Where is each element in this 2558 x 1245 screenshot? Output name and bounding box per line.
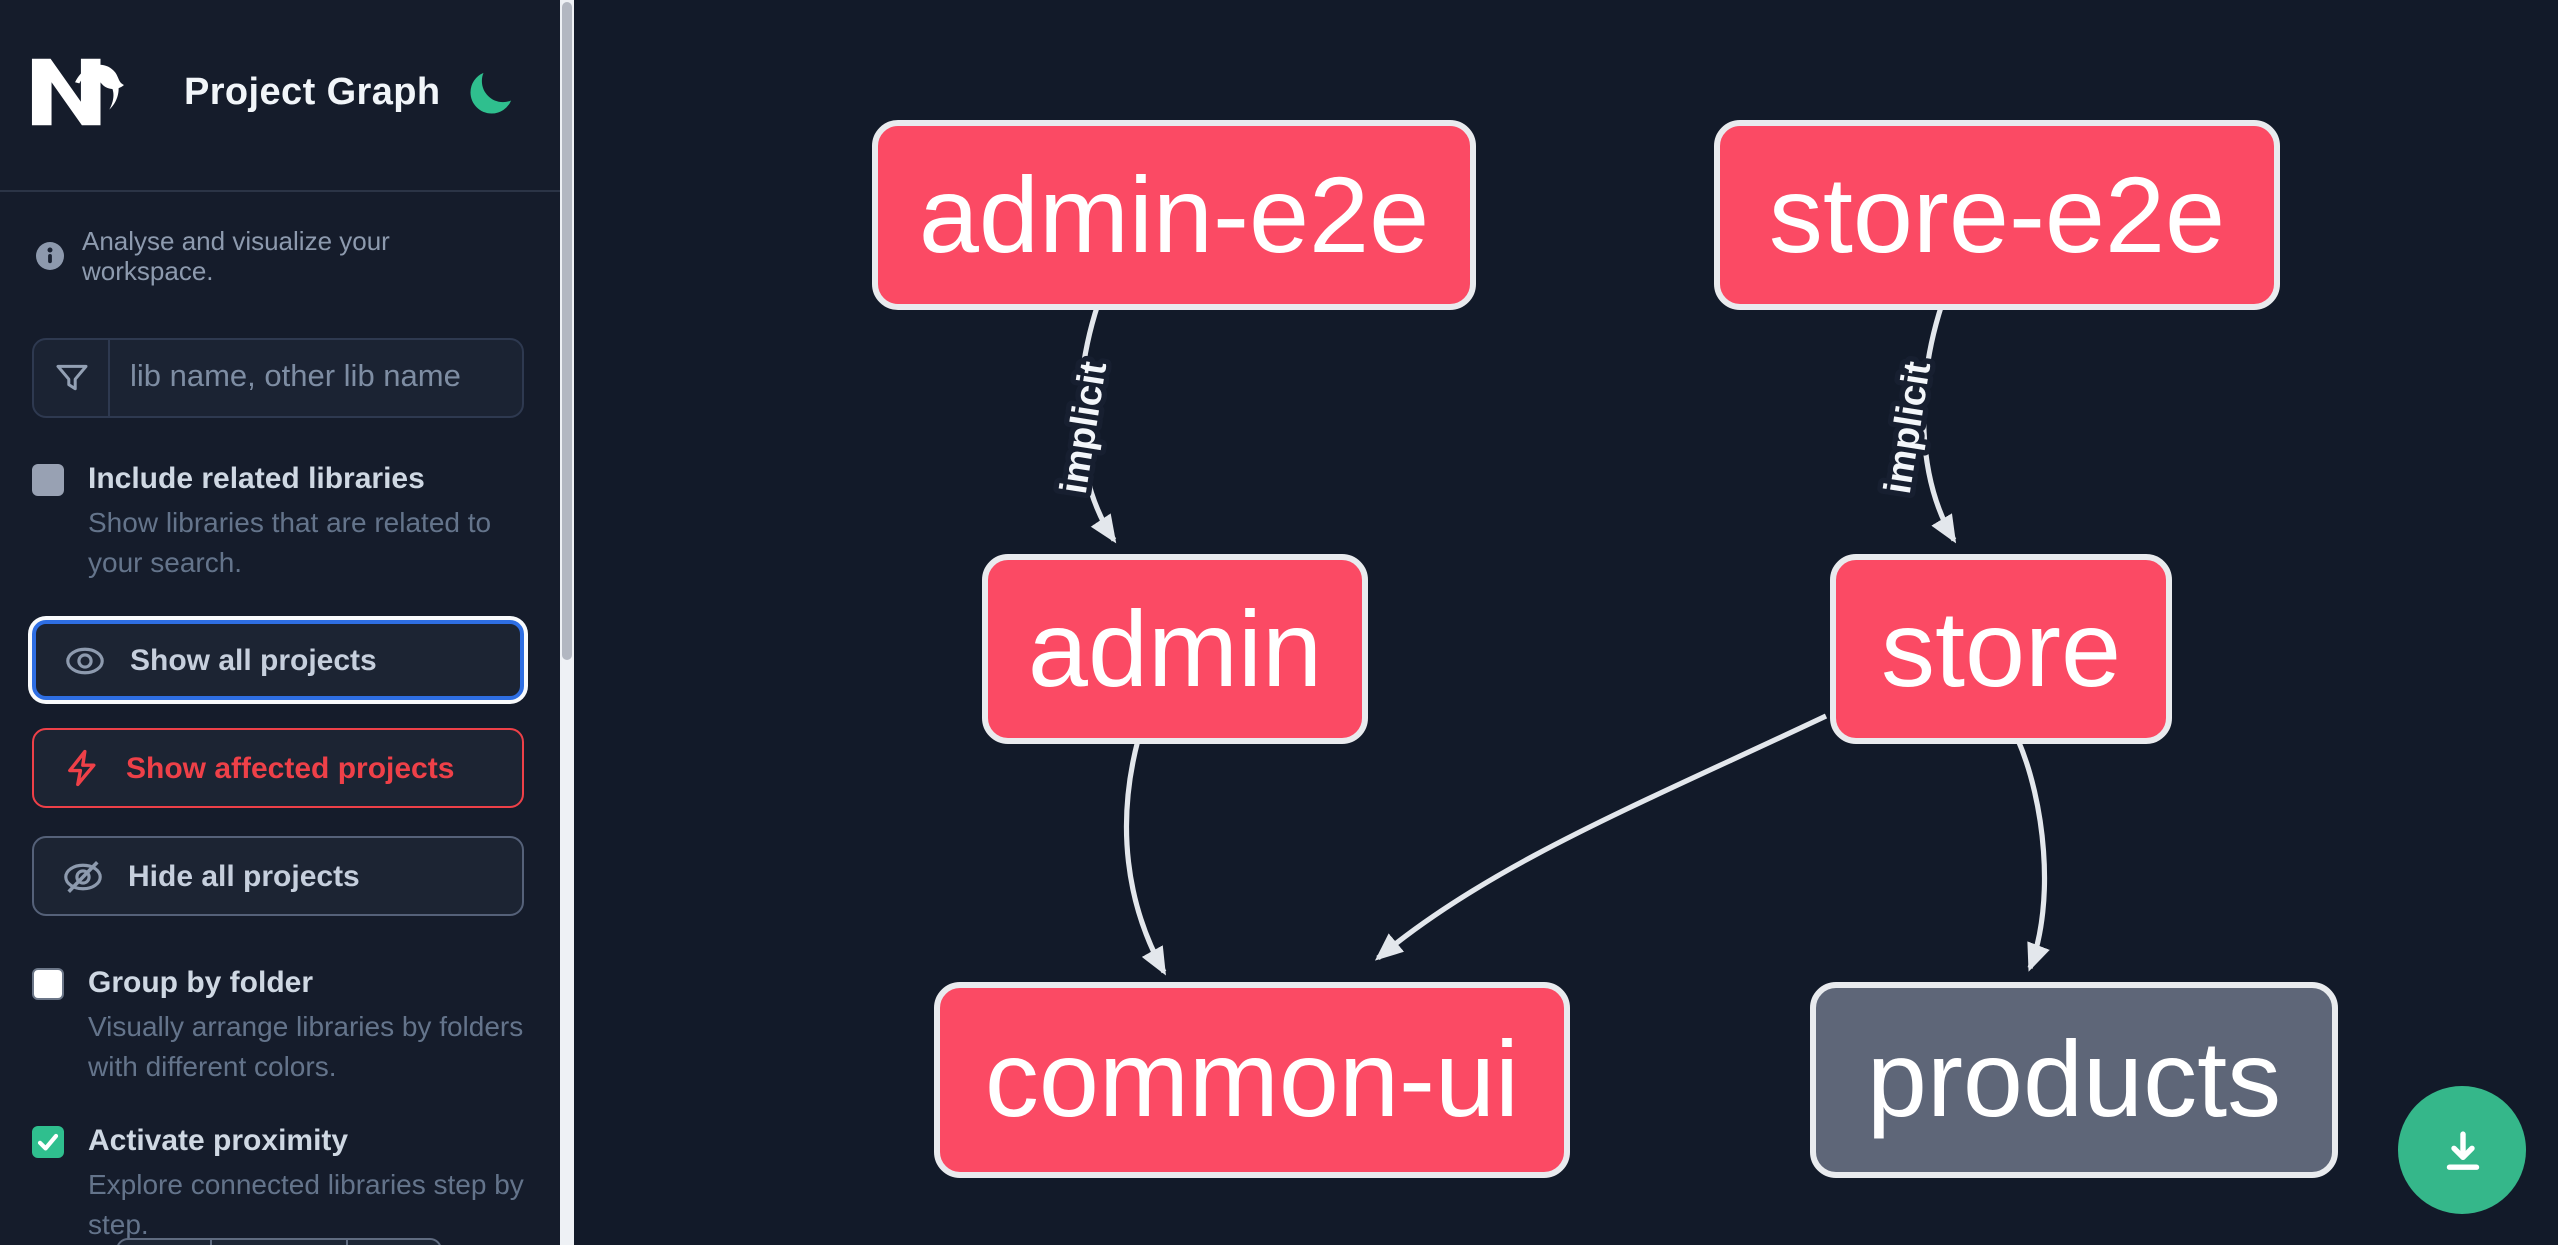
sidebar-header: Project Graph bbox=[0, 0, 560, 192]
filter-funnel-icon bbox=[34, 340, 110, 416]
graph-node-products[interactable]: products bbox=[1810, 982, 2338, 1178]
eye-icon bbox=[64, 639, 106, 681]
tagline-text: Analyse and visualize your workspace. bbox=[82, 226, 390, 286]
stepper-increment[interactable] bbox=[348, 1240, 440, 1245]
checkbox-include-related[interactable] bbox=[32, 464, 64, 496]
sidebar: Project Graph Analyse and visualize your… bbox=[0, 0, 560, 1245]
download-icon bbox=[2435, 1123, 2489, 1177]
edge-store-products bbox=[2015, 738, 2050, 972]
download-image-button[interactable] bbox=[2398, 1086, 2526, 1214]
button-label: Show all projects bbox=[130, 643, 377, 677]
nx-logo-icon bbox=[30, 54, 124, 130]
edge-admin-common-ui bbox=[1123, 739, 1167, 976]
bolt-icon bbox=[62, 748, 102, 788]
proximity-stepper[interactable] bbox=[116, 1238, 442, 1245]
edge-store-common-ui bbox=[1374, 713, 1828, 961]
option-activate-proximity[interactable]: Activate proximity Explore connected lib… bbox=[32, 1122, 532, 1244]
option-label: Include related libraries bbox=[88, 462, 425, 496]
stepper-decrement[interactable] bbox=[118, 1240, 213, 1245]
option-description: Visually arrange libraries by folders wi… bbox=[88, 1010, 524, 1082]
moon-icon bbox=[464, 68, 516, 120]
tagline-row: Analyse and visualize your workspace. bbox=[36, 226, 528, 286]
theme-toggle-button[interactable] bbox=[464, 68, 516, 120]
checkbox-group-by-folder[interactable] bbox=[32, 968, 64, 1000]
search-input[interactable] bbox=[110, 340, 522, 416]
button-label: Show affected projects bbox=[126, 751, 455, 785]
hide-all-projects-button[interactable]: Hide all projects bbox=[32, 836, 524, 916]
checkbox-activate-proximity[interactable] bbox=[32, 1126, 64, 1158]
action-buttons: Show all projects Show affected projects bbox=[32, 620, 528, 916]
show-affected-projects-button[interactable]: Show affected projects bbox=[32, 728, 524, 808]
scrollbar-thumb[interactable] bbox=[562, 2, 572, 660]
info-icon bbox=[36, 242, 64, 270]
search-box bbox=[32, 338, 524, 418]
app-title: Project Graph bbox=[184, 72, 441, 114]
edge-admin-e2e-admin bbox=[1077, 303, 1117, 544]
graph-node-common-ui[interactable]: common-ui bbox=[934, 982, 1570, 1178]
graph-node-store[interactable]: store bbox=[1830, 554, 2172, 744]
button-label: Hide all projects bbox=[128, 859, 360, 893]
graph-node-store-e2e[interactable]: store-e2e bbox=[1714, 120, 2280, 310]
graph-node-admin[interactable]: admin bbox=[982, 554, 1368, 744]
option-include-related[interactable]: Include related libraries Show libraries… bbox=[32, 460, 532, 582]
option-description: Explore connected libraries step by step… bbox=[88, 1168, 524, 1240]
show-all-projects-button[interactable]: Show all projects bbox=[32, 620, 524, 700]
edge-label-implicit: implicit bbox=[1877, 358, 1939, 496]
option-label: Activate proximity bbox=[88, 1124, 349, 1158]
option-description: Show libraries that are related to your … bbox=[88, 506, 492, 578]
edge-label-implicit: implicit bbox=[1053, 358, 1115, 496]
option-group-by-folder[interactable]: Group by folder Visually arrange librari… bbox=[32, 964, 532, 1086]
graph-node-admin-e2e[interactable]: admin-e2e bbox=[872, 120, 1476, 310]
edge-store-e2e-store bbox=[1921, 303, 1957, 544]
stepper-value bbox=[212, 1240, 348, 1245]
option-label: Group by folder bbox=[88, 966, 313, 1000]
eye-off-icon bbox=[62, 855, 104, 897]
sidebar-scrollbar[interactable] bbox=[560, 0, 574, 1245]
